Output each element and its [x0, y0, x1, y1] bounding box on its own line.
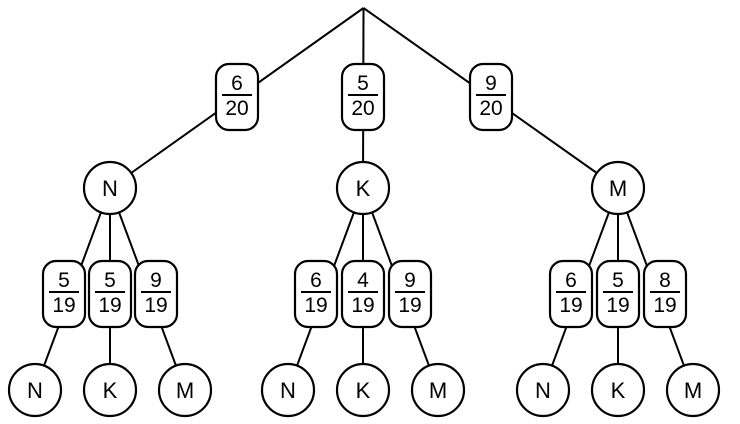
node-label: K [103, 378, 118, 403]
fraction-denominator: 19 [304, 294, 327, 317]
level2-probability-box: 6 19 [548, 259, 594, 329]
node-label: N [535, 378, 551, 403]
leaf-node: N [260, 362, 316, 418]
fraction-denominator: 20 [479, 97, 502, 120]
level2-probability-box: 6 19 [293, 259, 339, 329]
leaf-node: K [82, 362, 138, 418]
fraction-box [468, 62, 514, 132]
fraction-denominator: 20 [225, 97, 248, 120]
node-label: M [176, 378, 194, 403]
node-circle [260, 362, 316, 418]
leaf-node: M [410, 362, 466, 418]
node-label: M [684, 378, 702, 403]
node-circle [335, 160, 391, 216]
fraction-numerator: 9 [404, 269, 416, 292]
fraction-denominator: 19 [559, 294, 582, 317]
fraction-box [87, 259, 133, 329]
node-label: K [356, 176, 371, 201]
leaf-node: M [665, 362, 721, 418]
node-label: N [27, 378, 43, 403]
node-circle [82, 362, 138, 418]
fraction-numerator: 5 [357, 72, 369, 95]
fraction-box [387, 259, 433, 329]
node-label: K [611, 378, 626, 403]
fraction-box [41, 259, 87, 329]
fraction-numerator: 9 [485, 72, 497, 95]
fraction-numerator: 9 [150, 269, 162, 292]
level2-probability-box: 5 19 [41, 259, 87, 329]
node-circle [157, 362, 213, 418]
node-label: N [280, 378, 296, 403]
fraction-box [595, 259, 641, 329]
fraction-box [548, 259, 594, 329]
node-circle [410, 362, 466, 418]
node-circle [7, 362, 63, 418]
level1-probability-box: 6 20 [214, 62, 260, 132]
node-circle [665, 362, 721, 418]
leaf-node: M [157, 362, 213, 418]
node-label: M [609, 176, 627, 201]
fraction-denominator: 19 [351, 294, 374, 317]
fraction-denominator: 19 [398, 294, 421, 317]
fraction-denominator: 19 [144, 294, 167, 317]
fraction-numerator: 4 [357, 269, 369, 292]
leaf-node: N [515, 362, 571, 418]
fraction-box [214, 62, 260, 132]
fraction-box [642, 259, 688, 329]
node-circle [335, 362, 391, 418]
node-circle [515, 362, 571, 418]
node-circle [590, 362, 646, 418]
fraction-numerator: 6 [565, 269, 577, 292]
fraction-denominator: 19 [653, 294, 676, 317]
leaf-node: K [590, 362, 646, 418]
level1-probability-box: 9 20 [468, 62, 514, 132]
level2-probability-box: 9 19 [387, 259, 433, 329]
node-label: N [102, 176, 118, 201]
fraction-box [340, 259, 386, 329]
fraction-denominator: 19 [98, 294, 121, 317]
fraction-box [340, 62, 386, 132]
node-circle [590, 160, 646, 216]
fraction-denominator: 19 [606, 294, 629, 317]
level2-probability-box: 4 19 [340, 259, 386, 329]
leaf-node: K [335, 362, 391, 418]
fraction-numerator: 6 [231, 72, 243, 95]
fraction-denominator: 20 [351, 97, 374, 120]
node-circle [82, 160, 138, 216]
level2-probability-box: 5 19 [595, 259, 641, 329]
node-level1-k: K [335, 160, 391, 216]
fraction-numerator: 5 [58, 269, 70, 292]
level1-probability-box: 5 20 [340, 62, 386, 132]
level2-probability-box: 5 19 [87, 259, 133, 329]
fraction-box [133, 259, 179, 329]
leaf-node: N [7, 362, 63, 418]
fraction-box [293, 259, 339, 329]
fraction-denominator: 19 [52, 294, 75, 317]
node-level1-m: M [590, 160, 646, 216]
level2-probability-box: 8 19 [642, 259, 688, 329]
fraction-numerator: 8 [659, 269, 671, 292]
fraction-numerator: 5 [104, 269, 116, 292]
fraction-numerator: 6 [310, 269, 322, 292]
node-level1-n: N [82, 160, 138, 216]
node-label: M [429, 378, 447, 403]
level2-probability-box: 9 19 [133, 259, 179, 329]
node-label: K [356, 378, 371, 403]
fraction-numerator: 5 [612, 269, 624, 292]
